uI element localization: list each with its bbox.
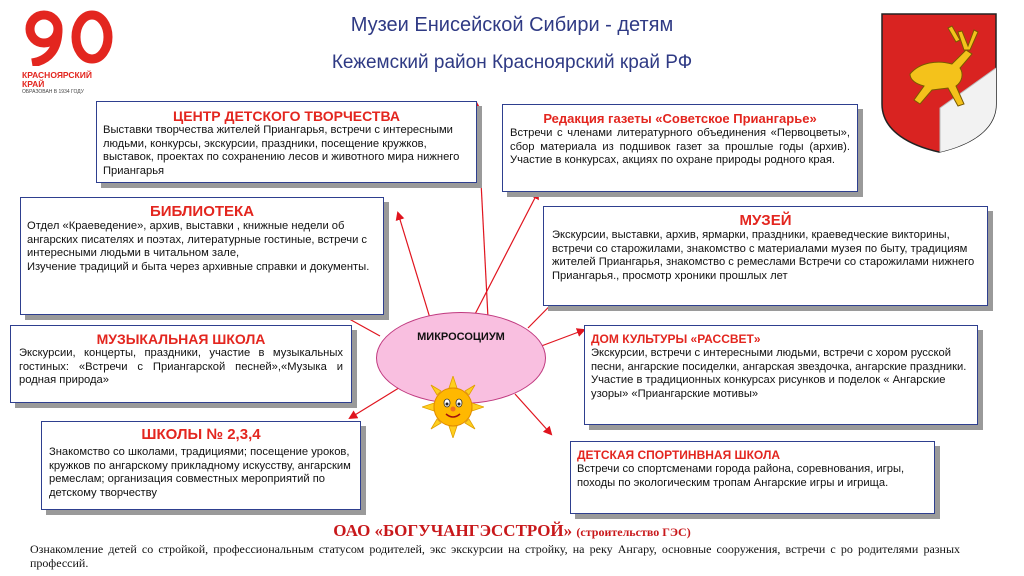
box-museum-text: Экскурсии, выставки, архив, ярмарки, пра…	[552, 229, 975, 282]
box-newspaper: Редакция газеты «Советское Приангарье» В…	[502, 104, 858, 192]
logo-line2: КРАЙ	[22, 79, 45, 89]
box-music: МУЗЫКАЛЬНАЯ ШКОЛА Экскурсии, концерты, п…	[10, 325, 352, 403]
arrow-to-sport	[514, 393, 553, 436]
box-schools-text: Знакомство со школами, традициями; посещ…	[49, 446, 351, 499]
arrow-to-newspaper	[471, 190, 539, 321]
box-culture-title: ДОМ КУЛЬТУРЫ «РАССВЕТ»	[591, 332, 761, 346]
sun-face-icon	[422, 376, 484, 438]
box-cdt-title: ЦЕНТР ДЕТСКОГО ТВОРЧЕСТВА	[173, 108, 400, 124]
box-library-text2: Изучение традиций и быта через архивные …	[27, 260, 370, 273]
box-culture-text: Экскурсии, встречи с интересными людьми,…	[591, 347, 967, 400]
box-museum-title: МУЗЕЙ	[739, 212, 792, 229]
bottom-text: Ознакомление детей со стройкой, професси…	[30, 542, 960, 570]
box-schools: ШКОЛЫ № 2,3,4 Знакомство со школами, тра…	[41, 421, 361, 510]
box-cdt: ЦЕНТР ДЕТСКОГО ТВОРЧЕСТВА Выставки творч…	[96, 101, 477, 183]
arrow-to-library	[395, 211, 434, 329]
box-cdt-text: Выставки творчества жителей Приангарья, …	[103, 124, 460, 177]
box-culture: ДОМ КУЛЬТУРЫ «РАССВЕТ» Экскурсии, встреч…	[584, 325, 978, 425]
box-library-text1: Отдел «Краеведение», архив, выставки , к…	[27, 220, 368, 260]
box-sport-text: Встречи со спортсменами города района, с…	[577, 463, 905, 489]
page-subtitle: Кежемский район Красноярский край РФ	[331, 52, 693, 73]
arrow-to-culture	[535, 328, 586, 349]
anniversary-logo: КРАСНОЯРСКИЙ КРАЙ ОБРАЗОВАН В 1934 ГОДУ	[22, 8, 127, 98]
bottom-title-main: ОАО «БОГУЧАНГЭССТРОЙ»	[333, 521, 573, 540]
bottom-title: ОАО «БОГУЧАНГЭССТРОЙ» (строительство ГЭС…	[0, 521, 1024, 541]
box-museum: МУЗЕЙ Экскурсии, выставки, архив, ярмарк…	[543, 206, 988, 306]
logo-90-graphic	[25, 10, 113, 68]
logo-line1: КРАСНОЯРСКИЙ	[22, 70, 92, 80]
coat-of-arms-icon	[881, 13, 997, 153]
box-newspaper-title: Редакция газеты «Советское Приангарье»	[543, 111, 817, 126]
box-music-title: МУЗЫКАЛЬНАЯ ШКОЛА	[96, 331, 266, 347]
box-sport: ДЕТСКАЯ СПОРТИНВНАЯ ШКОЛА Встречи со спо…	[570, 441, 935, 514]
arrow-to-schools	[348, 385, 403, 420]
box-sport-title: ДЕТСКАЯ СПОРТИНВНАЯ ШКОЛА	[577, 448, 781, 462]
box-schools-title: ШКОЛЫ № 2,3,4	[141, 426, 261, 443]
page-title: Музеи Енисейской Сибири - детям	[350, 14, 674, 36]
bottom-title-note: (строительство ГЭС)	[576, 525, 691, 539]
center-label: МИКРОСОЦИУМ	[417, 331, 505, 343]
logo-line3: ОБРАЗОВАН В 1934 ГОДУ	[22, 89, 84, 95]
box-newspaper-text: Встречи с членами литературного объедине…	[510, 127, 850, 167]
box-library: БИБЛИОТЕКА Отдел «Краеведение», архив, в…	[20, 197, 384, 315]
box-library-title: БИБЛИОТЕКА	[149, 203, 255, 220]
arrow-to-cdt	[472, 102, 489, 319]
box-music-text: Экскурсии, концерты, праздники, участие …	[19, 347, 343, 387]
